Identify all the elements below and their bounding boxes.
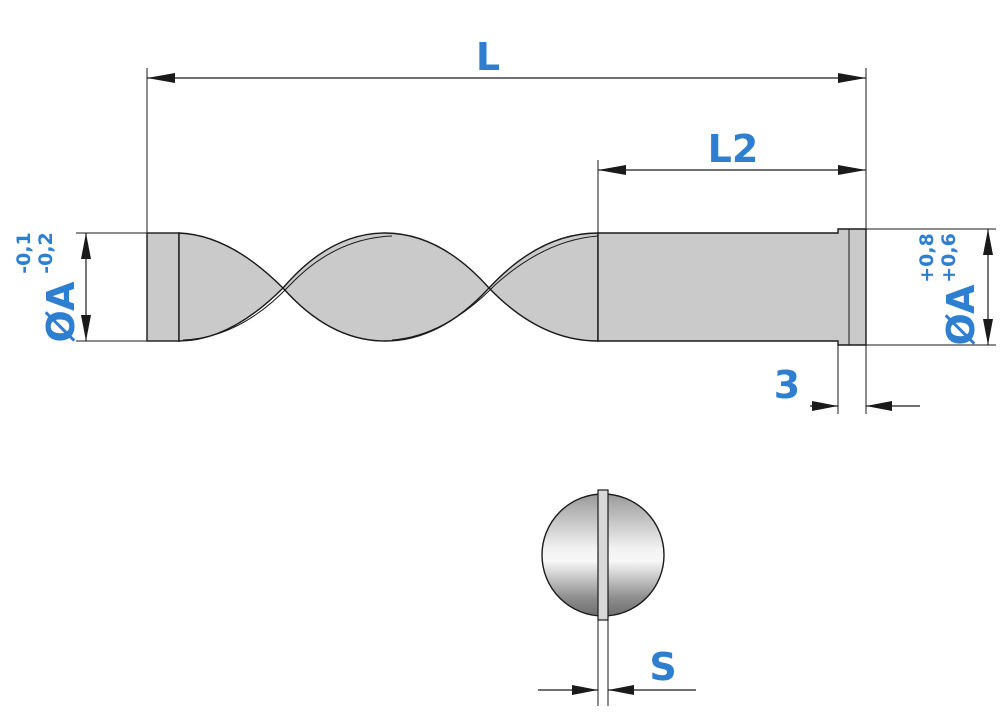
dimension-L-label: L xyxy=(476,35,500,79)
dimension-right-diameter: ØA +0,8 +0,6 xyxy=(866,228,996,346)
twist-lobe-3 xyxy=(488,232,599,342)
shank xyxy=(597,228,867,346)
dimension-left-diameter: ØA -0,1 -0,2 xyxy=(13,232,147,343)
left-tolerance-upper: -0,1 xyxy=(13,232,35,274)
twist-lobe-1 xyxy=(178,232,284,342)
right-tolerance-lower: +0,6 xyxy=(938,233,960,283)
side-view xyxy=(146,228,867,346)
twist-lobe-2 xyxy=(282,232,490,342)
twist-edge-upper xyxy=(182,235,599,341)
dimension-slot-label: S xyxy=(649,645,676,689)
right-diameter-label: ØA xyxy=(939,284,983,346)
dimension-L: L xyxy=(146,35,867,233)
end-view-slot xyxy=(597,489,609,621)
left-end-cap xyxy=(146,232,180,342)
dimension-L2: L2 xyxy=(597,127,866,233)
right-tolerance-upper: +0,8 xyxy=(916,233,938,283)
dimension-slot: S xyxy=(538,620,696,706)
dimension-collar-label: 3 xyxy=(774,363,800,407)
left-diameter-label: ØA xyxy=(39,281,83,343)
dimension-L2-label: L2 xyxy=(708,127,759,171)
end-view xyxy=(541,489,665,621)
left-tolerance-lower: -0,2 xyxy=(35,232,57,274)
dimension-collar: 3 xyxy=(774,345,920,414)
